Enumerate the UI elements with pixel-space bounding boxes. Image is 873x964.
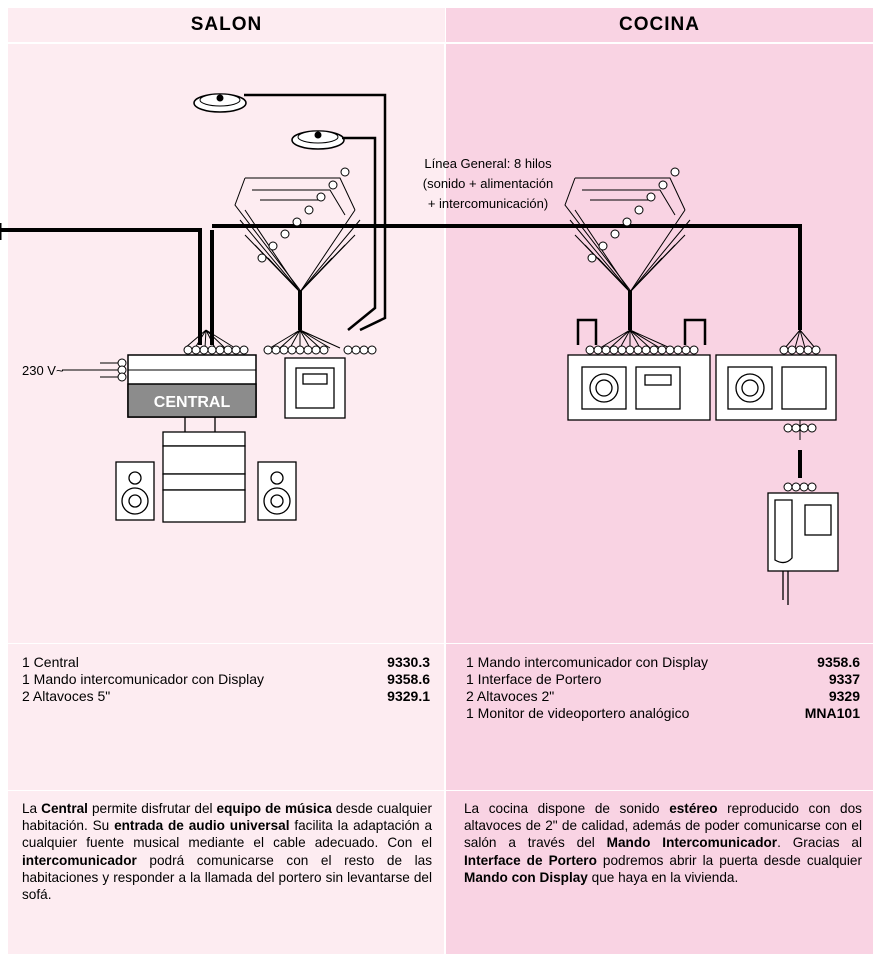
description-bold-text: equipo de música [216,801,332,816]
description-text: La [22,801,42,816]
part-code: 9358.6 [387,671,430,687]
voltage-label: 230 V~ [22,363,64,378]
description-text: facilita la adaptación a cualquier fuent… [22,818,433,851]
linea-general-label-1: Línea General: 8 hilos [424,156,552,171]
description-bold-text: intercomunicador [22,852,137,868]
part-row: 2 Altavoces 5" 9329.1 [22,688,430,705]
description-bold-text: entrada de audio universal [114,818,290,834]
central-label: CENTRAL [154,394,231,411]
part-name: 2 Altavoces 5" [22,688,111,704]
part-code: 9358.6 [817,654,860,670]
cocina-panel [446,8,873,954]
wiring-diagram: Línea General: 8 hilos (sonido + aliment… [0,93,839,605]
ceiling-speaker-icon [291,130,345,150]
description-text: podremos abrir la puerta desde cualquier [596,852,862,868]
description-bold-text: Mando Intercomunicador [606,835,778,851]
hifi-stack-icon [115,417,297,523]
mando-display-icon [284,357,346,419]
description-bold-text: Central [41,801,88,816]
part-code: MNA101 [804,705,860,721]
part-row: 1 Monitor de videoportero analógico MNA10… [466,705,860,722]
section-divider-desc [8,790,873,791]
part-name: 1 Central [22,654,79,670]
header-divider [8,42,873,44]
description-bold-text: estéreo [669,801,718,816]
cocina-parts-list: 1 Mando intercomunicador con Display 9358… [466,654,860,722]
cocina-wall-plate-icon [567,354,711,421]
part-name: 1 Monitor de videoportero analógico [466,705,690,721]
part-row: 2 Altavoces 2" 9329 [466,688,860,705]
cocina-description: La cocina dispone de sonido estéreo repr… [464,800,862,886]
description-bold-text: Interface de Portero [464,852,597,868]
part-name: 2 Altavoces 2" [466,688,555,704]
part-name: 1 Interface de Portero [466,671,602,687]
linea-general-label-2: (sonido + alimentación [423,176,553,191]
part-name: 1 Mando intercomunicador con Display [22,671,265,687]
description-text: permite disfrutar del [87,801,217,816]
part-row: 1 Interface de Portero 9337 [466,671,860,688]
part-code: 9330.3 [387,654,430,670]
part-row: 1 Mando intercomunicador con Display 9358… [22,671,430,688]
description-text: desde cualquier habitación. Su [22,801,432,834]
description-text: . Gracias al [777,835,863,851]
part-row: 1 Central 9330.3 [22,654,430,671]
part-code: 9329.1 [387,688,430,704]
part-name: 1 Mando intercomunicador con Display [466,654,709,670]
ceiling-speaker-icon [193,93,247,113]
cocina-header: COCINA [446,8,873,42]
part-code: 9337 [828,671,860,687]
description-bold-text: Mando con Display [464,869,588,885]
part-row: 1 Mando intercomunicador con Display 9358… [466,654,860,671]
description-text: que haya en la vivienda. [587,869,739,885]
video-monitor-icon [767,492,839,605]
salon-description: La Central permite disfrutar del equipo … [22,800,432,903]
central-unit-icon [127,354,257,418]
description-text: La cocina dispone de sonido [464,801,670,816]
linea-general-label-3: + intercomunicación) [428,196,548,211]
description-text: podrá comunicarse con el resto de las ha… [22,852,432,903]
salon-header: SALON [8,8,445,42]
section-divider-items [8,643,873,644]
description-text: reproducido con dos altavoces de 2" de c… [464,801,862,851]
interface-portero-plate-icon [715,354,837,421]
part-code: 9329 [828,688,860,704]
